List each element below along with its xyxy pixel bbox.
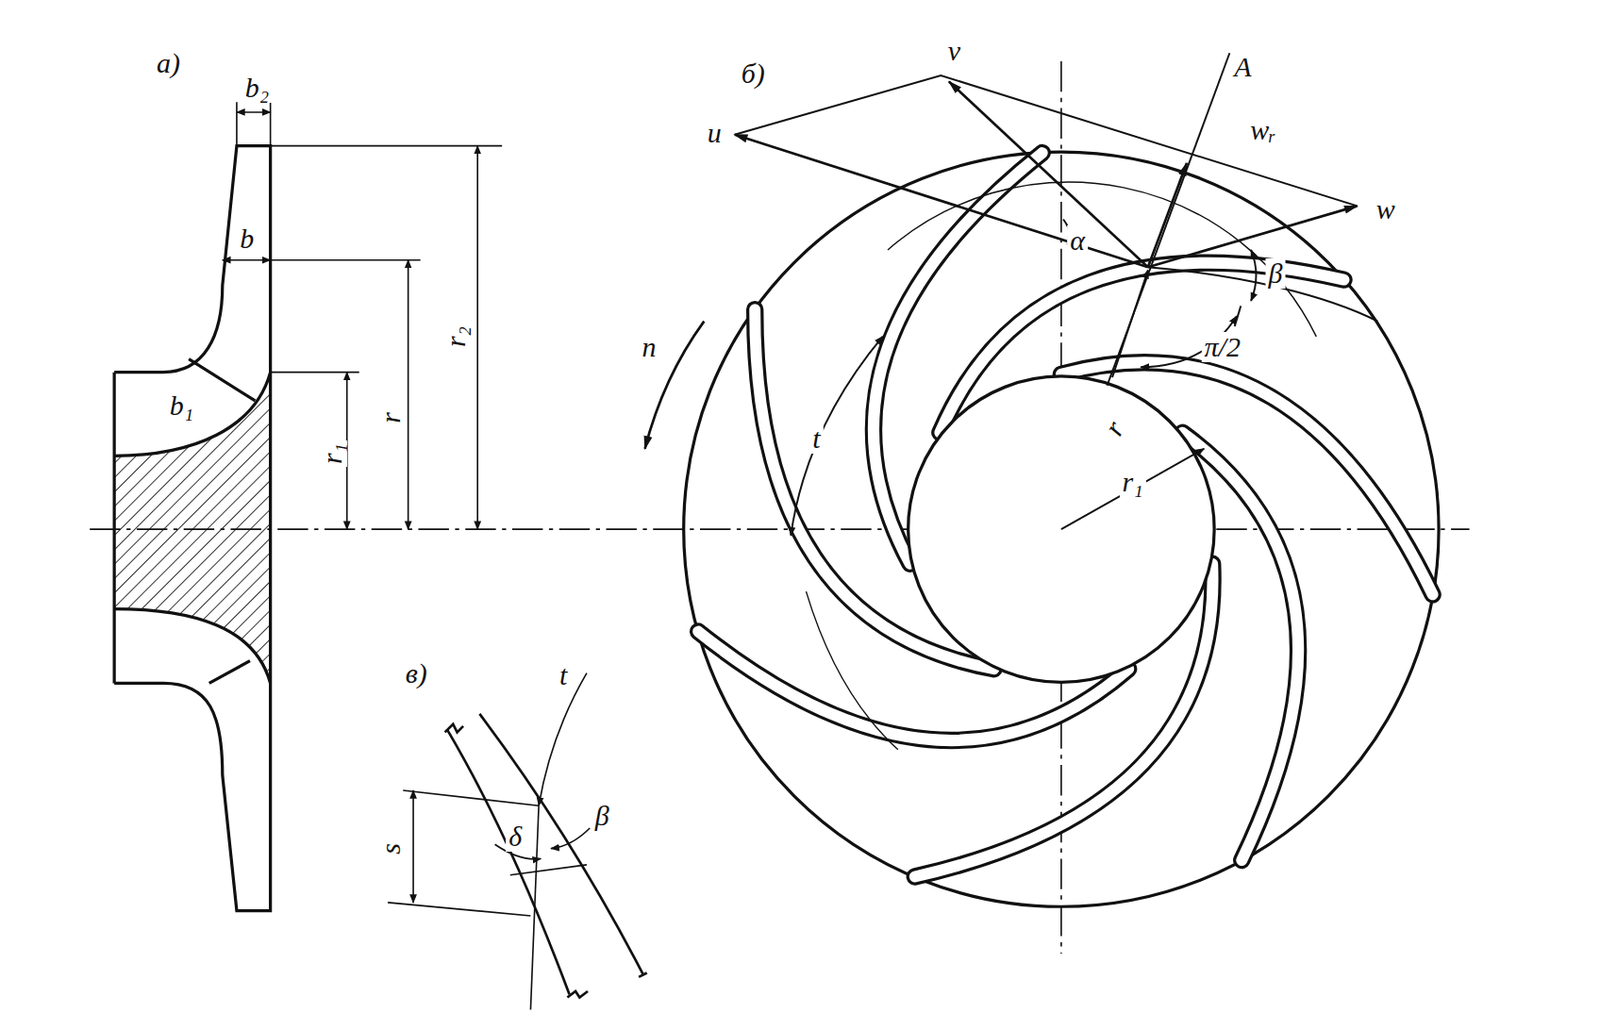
dimension-label: s	[375, 840, 406, 858]
figure-letter: а)	[153, 48, 184, 79]
figure-letter: в)	[402, 658, 431, 689]
blade-section	[387, 673, 648, 1011]
vector-label: v	[945, 35, 964, 67]
dimension-label: b₂	[242, 72, 272, 103]
meridional-section	[89, 101, 1469, 911]
dimension-label: r₁	[316, 440, 348, 467]
radius-label: r₁	[1119, 466, 1147, 498]
vector-label: w	[1373, 194, 1399, 225]
rotation-label: n	[638, 332, 659, 363]
dimension-label: r₂	[440, 323, 471, 350]
angle-label: β	[1266, 258, 1286, 289]
dimension-label: b₁	[166, 390, 197, 421]
thickness-label: δ	[505, 821, 525, 852]
angle-label: β	[592, 800, 613, 832]
vector-label: wᵣ	[1247, 115, 1279, 146]
pitch-label: t	[809, 423, 823, 454]
impeller-plan	[645, 52, 1440, 954]
angle-label: α	[1066, 225, 1088, 256]
pitch-label: t	[556, 660, 570, 691]
dimension-label: b	[236, 223, 257, 254]
dimension-label: r	[375, 410, 406, 428]
vector-label: u	[704, 117, 725, 149]
figure-letter: б)	[738, 58, 768, 89]
axis-label: A	[1231, 51, 1254, 83]
angle-label: π/2	[1201, 332, 1244, 363]
